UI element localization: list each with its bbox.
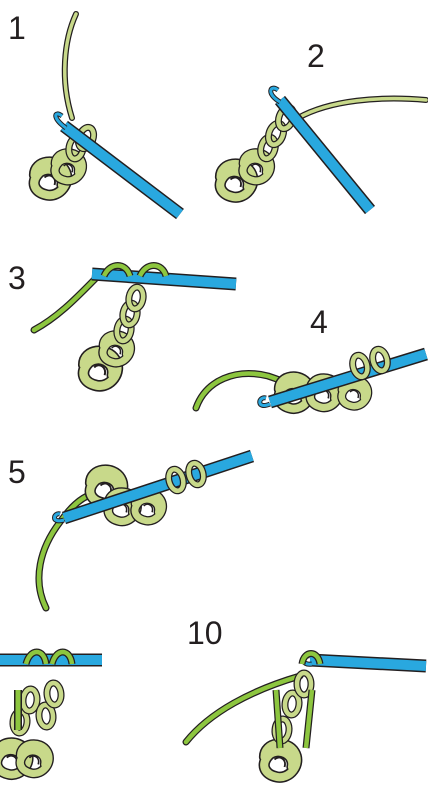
- step-3-illustration: [34, 266, 236, 386]
- step-10-illustration: [186, 654, 426, 778]
- crochet-hook-icon: [55, 456, 253, 521]
- step-5-illustration: [39, 456, 252, 608]
- yarn-chain-icon: [220, 105, 296, 197]
- step-1-illustration: [34, 14, 180, 214]
- step-partial-illustration: [0, 652, 102, 775]
- yarn-chain-icon: [83, 286, 144, 386]
- step-4-illustration: [196, 348, 426, 409]
- yarn-chain-icon: [0, 682, 62, 774]
- step-2-illustration: [220, 88, 426, 210]
